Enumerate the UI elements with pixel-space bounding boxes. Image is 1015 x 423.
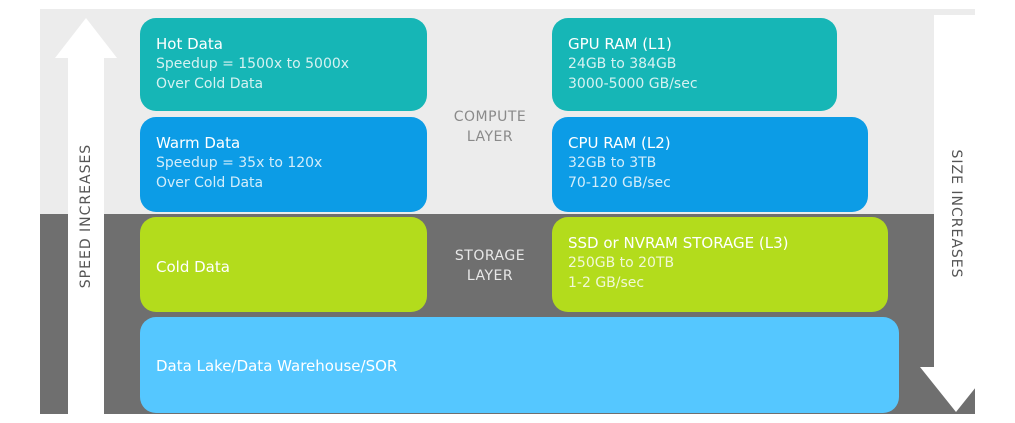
warm-data-title: Warm Data <box>156 134 241 152</box>
compute-layer-label-line1: COMPUTE <box>453 109 527 125</box>
compute-layer-label: COMPUTE LAYER <box>430 107 550 147</box>
speed-increases-label: SPEED INCREASES <box>78 143 94 289</box>
ssd-storage-bandwidth: 1-2 GB/sec <box>568 275 645 291</box>
cold-data-title: Cold Data <box>156 258 230 276</box>
gpu-ram-capacity: 24GB to 384GB <box>568 56 677 72</box>
hot-data-speedup: Speedup = 1500x to 5000x <box>156 56 350 72</box>
storage-layer-label: STORAGE LAYER <box>430 246 550 286</box>
warm-data-note: Over Cold Data <box>156 175 264 191</box>
speed-up-arrow-icon <box>55 18 117 416</box>
cpu-ram-title: CPU RAM (L2) <box>568 134 671 152</box>
data-lake-title: Data Lake/Data Warehouse/SOR <box>156 357 398 375</box>
gpu-ram-title: GPU RAM (L1) <box>568 35 672 53</box>
warm-data-speedup: Speedup = 35x to 120x <box>156 155 323 171</box>
ssd-storage-box: SSD or NVRAM STORAGE (L3) 250GB to 20TB … <box>552 217 888 312</box>
storage-layer-label-line1: STORAGE <box>454 248 526 264</box>
storage-layer-label-line2: LAYER <box>466 268 514 284</box>
hot-data-box: Hot Data Speedup = 1500x to 5000x Over C… <box>140 18 427 111</box>
gpu-ram-box: GPU RAM (L1) 24GB to 384GB 3000-5000 GB/… <box>552 18 837 111</box>
size-increases-label: SIZE INCREASES <box>948 149 964 279</box>
hot-data-title: Hot Data <box>156 35 223 53</box>
cpu-ram-capacity: 32GB to 3TB <box>568 155 657 171</box>
cold-data-box: Cold Data <box>140 217 427 312</box>
warm-data-box: Warm Data Speedup = 35x to 120x Over Col… <box>140 117 427 212</box>
compute-layer-label-line2: LAYER <box>466 129 514 145</box>
cpu-ram-bandwidth: 70-120 GB/sec <box>568 175 671 191</box>
cpu-ram-box: CPU RAM (L2) 32GB to 3TB 70-120 GB/sec <box>552 117 868 212</box>
data-lake-box: Data Lake/Data Warehouse/SOR <box>140 317 899 413</box>
size-down-arrow-icon <box>920 15 992 412</box>
ssd-storage-title: SSD or NVRAM STORAGE (L3) <box>568 234 789 252</box>
ssd-storage-capacity: 250GB to 20TB <box>568 255 675 271</box>
hot-data-note: Over Cold Data <box>156 76 264 92</box>
gpu-ram-bandwidth: 3000-5000 GB/sec <box>568 76 698 92</box>
